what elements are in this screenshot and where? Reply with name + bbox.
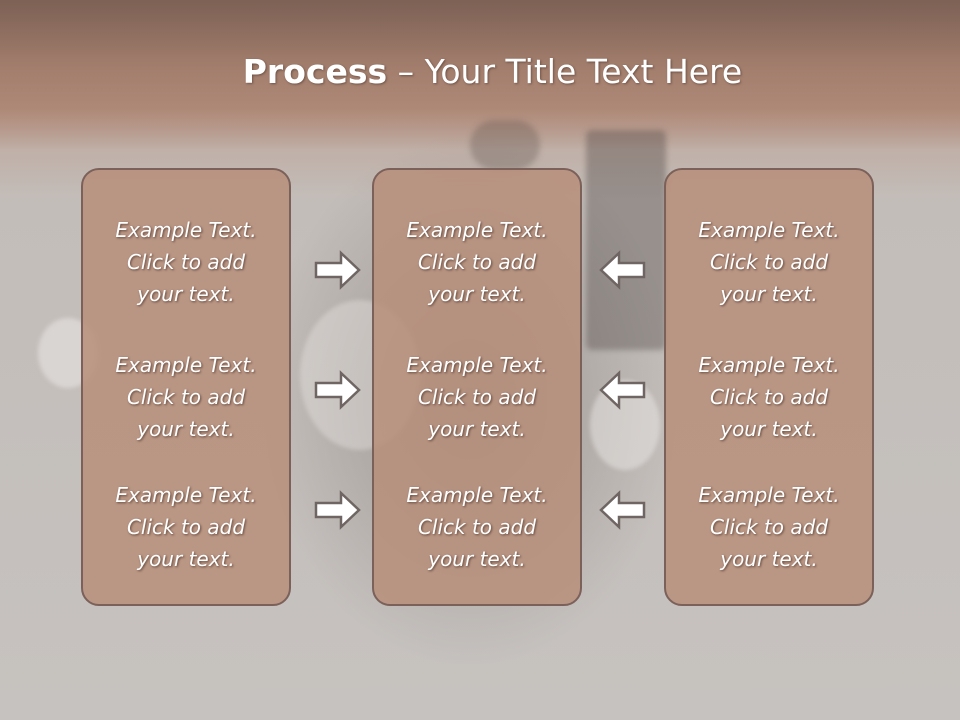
text-line: Example Text.: [115, 353, 257, 377]
process-panel-left[interactable]: Example Text. Click to add your text. Ex…: [81, 168, 291, 606]
process-panel-right[interactable]: Example Text. Click to add your text. Ex…: [664, 168, 874, 606]
text-line: your text.: [428, 282, 526, 306]
text-line: Example Text.: [406, 353, 548, 377]
text-line: Click to add: [126, 250, 246, 274]
left-arrow-icon: [599, 370, 646, 410]
text-line: your text.: [720, 417, 818, 441]
header-band: [0, 0, 960, 150]
text-line: Click to add: [709, 250, 829, 274]
text-line: your text.: [137, 547, 235, 571]
background-photo-shape: [470, 120, 540, 170]
text-line: Example Text.: [406, 218, 548, 242]
text-block[interactable]: Example Text. Click to add your text.: [374, 479, 580, 575]
right-arrow-icon: [314, 490, 361, 530]
title-rest: – Your Title Text Here: [387, 52, 743, 91]
text-line: Click to add: [126, 515, 246, 539]
text-line: Click to add: [126, 385, 246, 409]
process-panel-middle[interactable]: Example Text. Click to add your text. Ex…: [372, 168, 582, 606]
text-line: Example Text.: [115, 483, 257, 507]
text-line: your text.: [137, 282, 235, 306]
text-line: your text.: [720, 547, 818, 571]
text-line: Example Text.: [115, 218, 257, 242]
text-line: Click to add: [417, 250, 537, 274]
text-block[interactable]: Example Text. Click to add your text.: [83, 214, 289, 310]
text-block[interactable]: Example Text. Click to add your text.: [666, 349, 872, 445]
text-line: Example Text.: [406, 483, 548, 507]
text-block[interactable]: Example Text. Click to add your text.: [374, 349, 580, 445]
text-line: Example Text.: [698, 218, 840, 242]
text-line: your text.: [137, 417, 235, 441]
text-line: Click to add: [417, 385, 537, 409]
right-arrow-icon: [314, 250, 361, 290]
right-arrow-icon: [314, 370, 361, 410]
text-block[interactable]: Example Text. Click to add your text.: [83, 479, 289, 575]
text-line: your text.: [428, 547, 526, 571]
text-line: Click to add: [709, 385, 829, 409]
text-block[interactable]: Example Text. Click to add your text.: [666, 214, 872, 310]
text-line: Example Text.: [698, 483, 840, 507]
text-block[interactable]: Example Text. Click to add your text.: [374, 214, 580, 310]
page-title[interactable]: Process – Your Title Text Here: [0, 52, 960, 91]
text-line: your text.: [428, 417, 526, 441]
text-line: Click to add: [417, 515, 537, 539]
text-line: Click to add: [709, 515, 829, 539]
text-block[interactable]: Example Text. Click to add your text.: [666, 479, 872, 575]
text-line: your text.: [720, 282, 818, 306]
title-bold: Process: [242, 52, 388, 91]
background-photo-shape: [586, 130, 666, 350]
left-arrow-icon: [599, 490, 646, 530]
left-arrow-icon: [599, 250, 646, 290]
text-block[interactable]: Example Text. Click to add your text.: [83, 349, 289, 445]
text-line: Example Text.: [698, 353, 840, 377]
